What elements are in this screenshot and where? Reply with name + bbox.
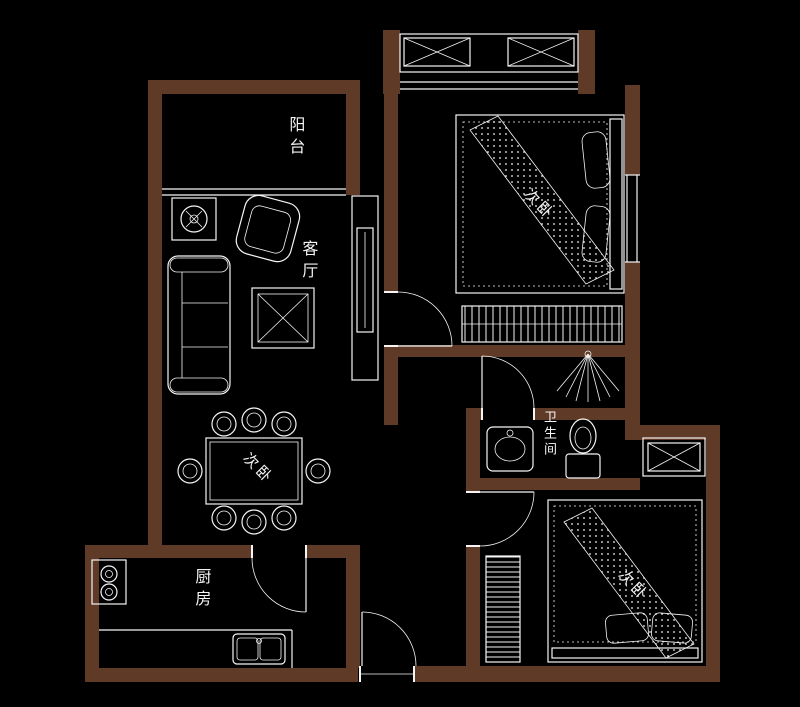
walls	[85, 30, 720, 682]
bathroom-label: 卫生间	[540, 410, 556, 458]
door-kitchen	[251, 557, 307, 613]
bed-top	[455, 114, 625, 294]
door-bathroom	[481, 355, 535, 409]
radiator-cabinet	[485, 555, 521, 663]
dining-table	[205, 437, 303, 505]
bathroom-sink	[486, 426, 534, 472]
kitchen-counter	[99, 629, 293, 668]
dining-chairs	[177, 407, 331, 535]
balcony-sliding-door	[162, 188, 346, 196]
bed-bottom	[547, 499, 703, 663]
stove	[91, 559, 127, 605]
door-bedroom-top	[397, 291, 453, 347]
door-bedroom-bottom	[479, 491, 535, 547]
kitchen-label: 厨房	[192, 568, 212, 612]
armchair	[235, 194, 301, 263]
window-bedroom-bottom-bay	[642, 437, 706, 477]
bay-window-top	[399, 33, 579, 90]
coffee-table	[251, 287, 315, 349]
wardrobe-top-bedroom	[461, 305, 623, 343]
door-entry	[360, 611, 417, 675]
toilet	[565, 418, 601, 479]
tv-cabinet	[351, 195, 379, 381]
kitchen-sink	[232, 633, 286, 665]
window-bedroom-top-right	[625, 174, 640, 263]
living-room-label: 客厅	[299, 240, 319, 284]
balcony-label: 阳台	[286, 116, 306, 160]
sofa	[167, 255, 231, 395]
door-jambs	[251, 291, 535, 682]
side-table-lamp	[171, 197, 217, 241]
ceiling-light-fan	[556, 350, 620, 402]
